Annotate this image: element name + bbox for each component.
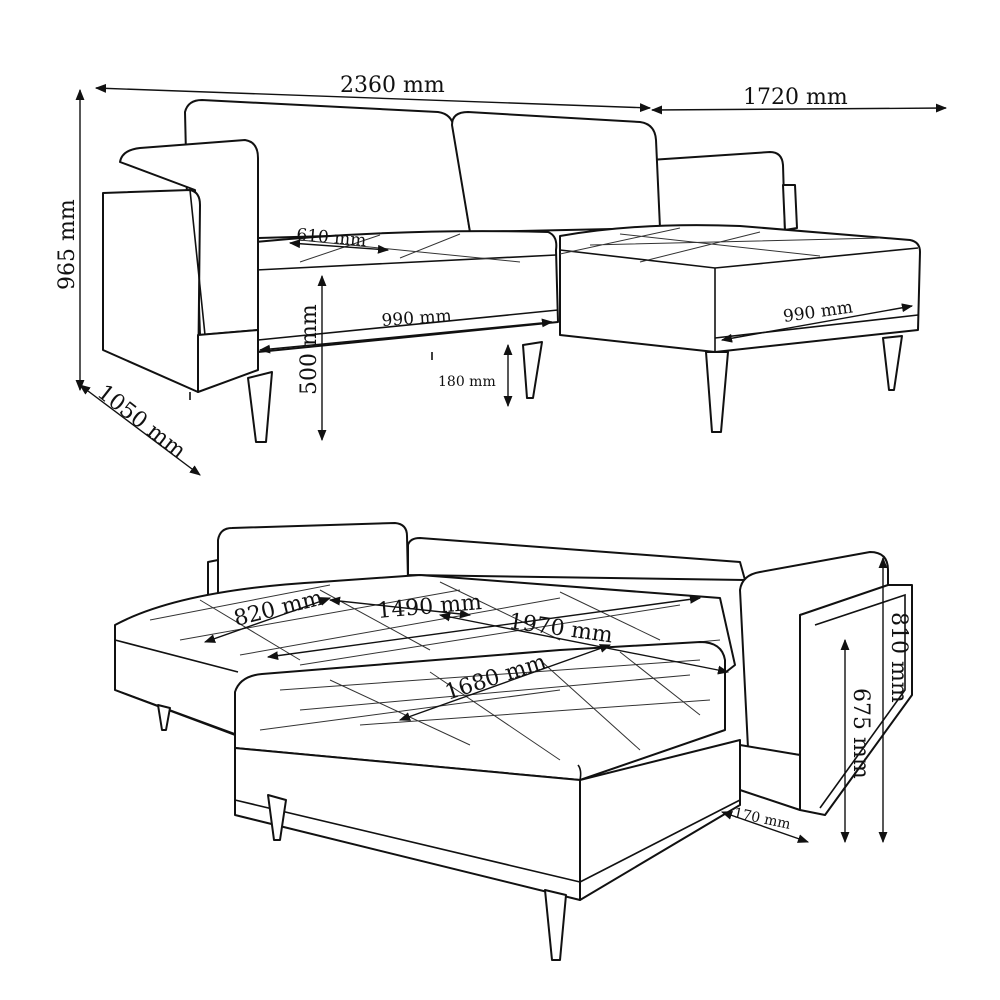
bottom-dimension-lines (203, 556, 888, 844)
leg-height-label: 180 mm (438, 374, 496, 390)
height-label: 965 mm (55, 199, 80, 290)
arm-height-label: 810 mm (886, 612, 911, 703)
top-dimension-lines (75, 83, 948, 476)
arm-width-label: 170 mm (732, 805, 792, 833)
depth-label: 1050 mm (92, 380, 190, 464)
chaise-length-label: 1720 mm (743, 85, 848, 110)
seat-height-label: 500 mm (297, 304, 322, 395)
arm-inner-height-label: 675 mm (848, 688, 873, 779)
top-sofa-drawing (102, 99, 921, 443)
bottom-sofa-drawing (114, 522, 913, 961)
seat-width-label: 990 mm (381, 306, 452, 331)
overall-width-label: 2360 mm (340, 73, 445, 98)
